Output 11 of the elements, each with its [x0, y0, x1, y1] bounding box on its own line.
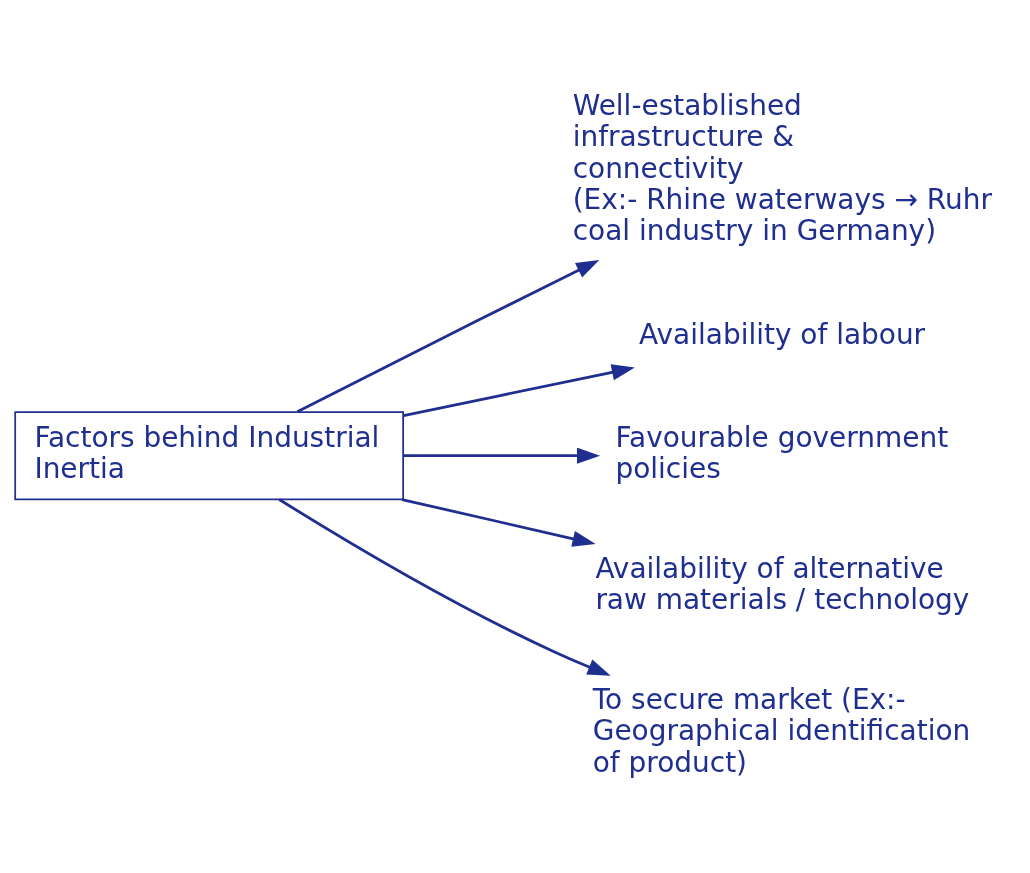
node-box: Factors behind Industrial Inertia	[14, 411, 405, 501]
arrow	[403, 364, 635, 418]
node-text: To secure market (Ex:- Geographical identification of product)	[592, 682, 971, 779]
arrow	[278, 498, 611, 676]
node-text: Availability of alternative raw materials / technology	[595, 551, 970, 617]
node-text: Favourable government policies	[615, 420, 949, 486]
node-text: Availability of labour	[639, 317, 926, 351]
arrow	[401, 498, 596, 547]
node-text: Well-established infrastructure & connectivity (Ex:- Rhine waterways → Ruhr coal industry in Germany)	[572, 88, 992, 248]
arrow	[403, 447, 601, 464]
arrow	[296, 260, 600, 413]
